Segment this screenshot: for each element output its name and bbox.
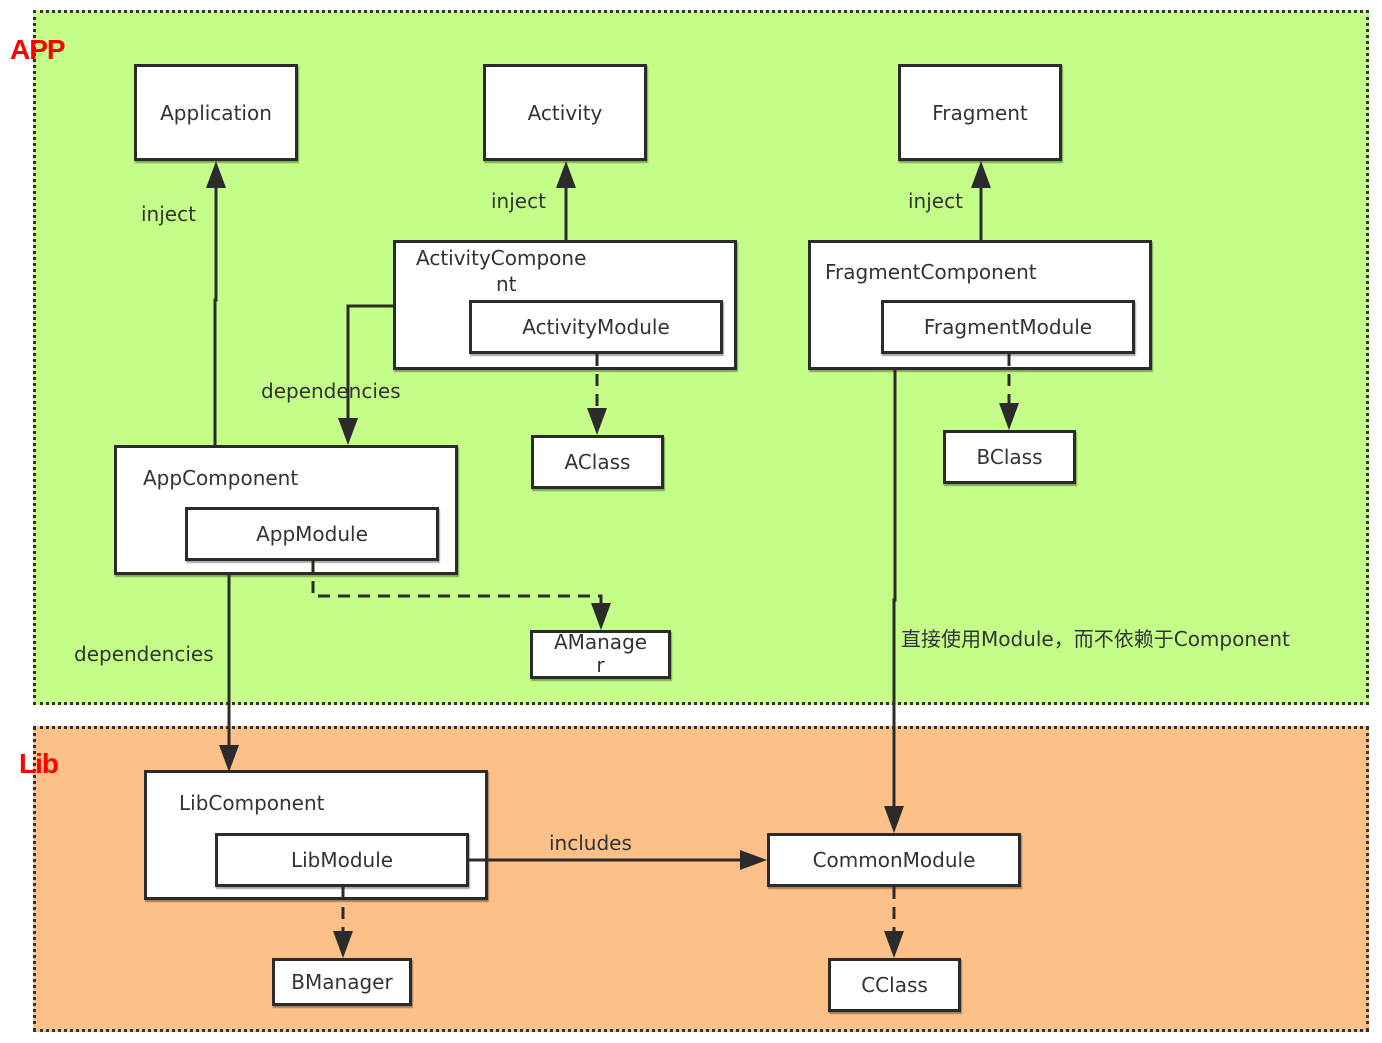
activity-module-label: ActivityModule [522, 315, 670, 339]
common-module-label: CommonModule [812, 848, 976, 872]
activity-component-label-line1: ActivityCompone [416, 246, 587, 270]
application-node[interactable]: Application [134, 64, 298, 161]
lib-region-label: Lib [19, 748, 59, 779]
app-module-node[interactable]: AppModule [185, 507, 439, 561]
edge-label-dependencies-activity: dependencies [261, 379, 401, 403]
fragment-component-label: FragmentComponent [825, 260, 1037, 284]
edge-label-inject-activity: inject [491, 189, 546, 213]
bclass-label: BClass [976, 445, 1043, 469]
edge-label-direct-module-note: 直接使用Module，而不依赖于Component [901, 627, 1290, 651]
app-region-label: APP [10, 34, 66, 65]
lib-module-label: LibModule [290, 848, 394, 872]
cclass-label: CClass [861, 973, 928, 997]
fragment-node-label: Fragment [932, 100, 1028, 125]
cclass-node[interactable]: CClass [828, 958, 961, 1012]
amanager-label-line1: AManage [553, 630, 648, 654]
app-component-label: AppComponent [143, 466, 299, 490]
edge-label-dependencies-app: dependencies [74, 642, 214, 666]
fragment-module-node[interactable]: FragmentModule [881, 300, 1135, 354]
bmanager-label: BManager [291, 970, 393, 994]
bmanager-node[interactable]: BManager [272, 958, 412, 1006]
fragment-node[interactable]: Fragment [898, 64, 1062, 161]
lib-module-node[interactable]: LibModule [215, 833, 469, 887]
application-node-label: Application [160, 100, 272, 125]
activity-module-node[interactable]: ActivityModule [469, 300, 723, 354]
fragment-module-label: FragmentModule [923, 315, 1093, 339]
aclass-node[interactable]: AClass [531, 435, 664, 489]
amanager-node[interactable]: AManage r [530, 630, 671, 679]
activity-component-label-line2: nt [496, 272, 517, 296]
aclass-label: AClass [564, 450, 631, 474]
edge-label-inject-fragment: inject [908, 189, 963, 213]
edge-label-inject-application: inject [141, 202, 196, 226]
activity-node-label: Activity [527, 100, 603, 125]
app-module-label: AppModule [256, 522, 368, 546]
amanager-label-line2: r [596, 653, 605, 677]
edge-label-includes: includes [549, 831, 632, 855]
common-module-node[interactable]: CommonModule [767, 833, 1021, 887]
bclass-node[interactable]: BClass [943, 430, 1076, 484]
activity-node[interactable]: Activity [483, 64, 647, 161]
lib-component-label: LibComponent [179, 791, 325, 815]
